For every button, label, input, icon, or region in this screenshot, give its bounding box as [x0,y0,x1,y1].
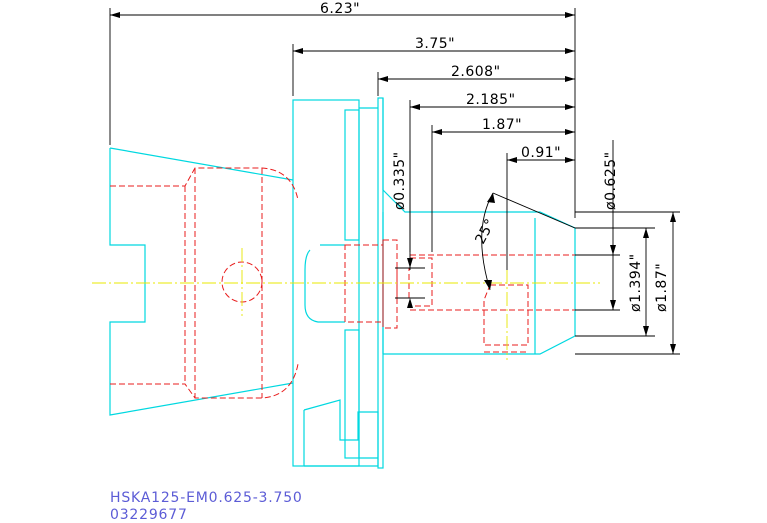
part-number: HSKA125-EM0.625-3.750 [110,490,303,506]
dim-length-2185: 2.185" [466,92,516,108]
item-number: 03229677 [110,507,188,523]
dim-dia-0335: ø0.335" [392,151,408,210]
dimension-labels: 6.23" 3.75" 2.608" 2.185" 1.87" 0.91" ø0… [320,1,670,312]
title-block: HSKA125-EM0.625-3.750 03229677 [110,490,303,523]
dim-dia-1394: ø1.394" [628,253,644,312]
center-lines [92,248,600,360]
dim-length-375: 3.75" [415,36,455,52]
dimension-lines [109,8,680,355]
dim-overall-length: 6.23" [320,1,360,17]
hidden-lines [110,167,575,399]
dim-length-091: 0.91" [521,145,561,161]
dim-angle: 25° [472,216,498,247]
dim-length-2608: 2.608" [451,64,501,80]
dim-length-187: 1.87" [482,117,522,133]
dim-dia-0625: ø0.625" [603,151,619,210]
dim-dia-187: ø1.87" [654,263,670,312]
